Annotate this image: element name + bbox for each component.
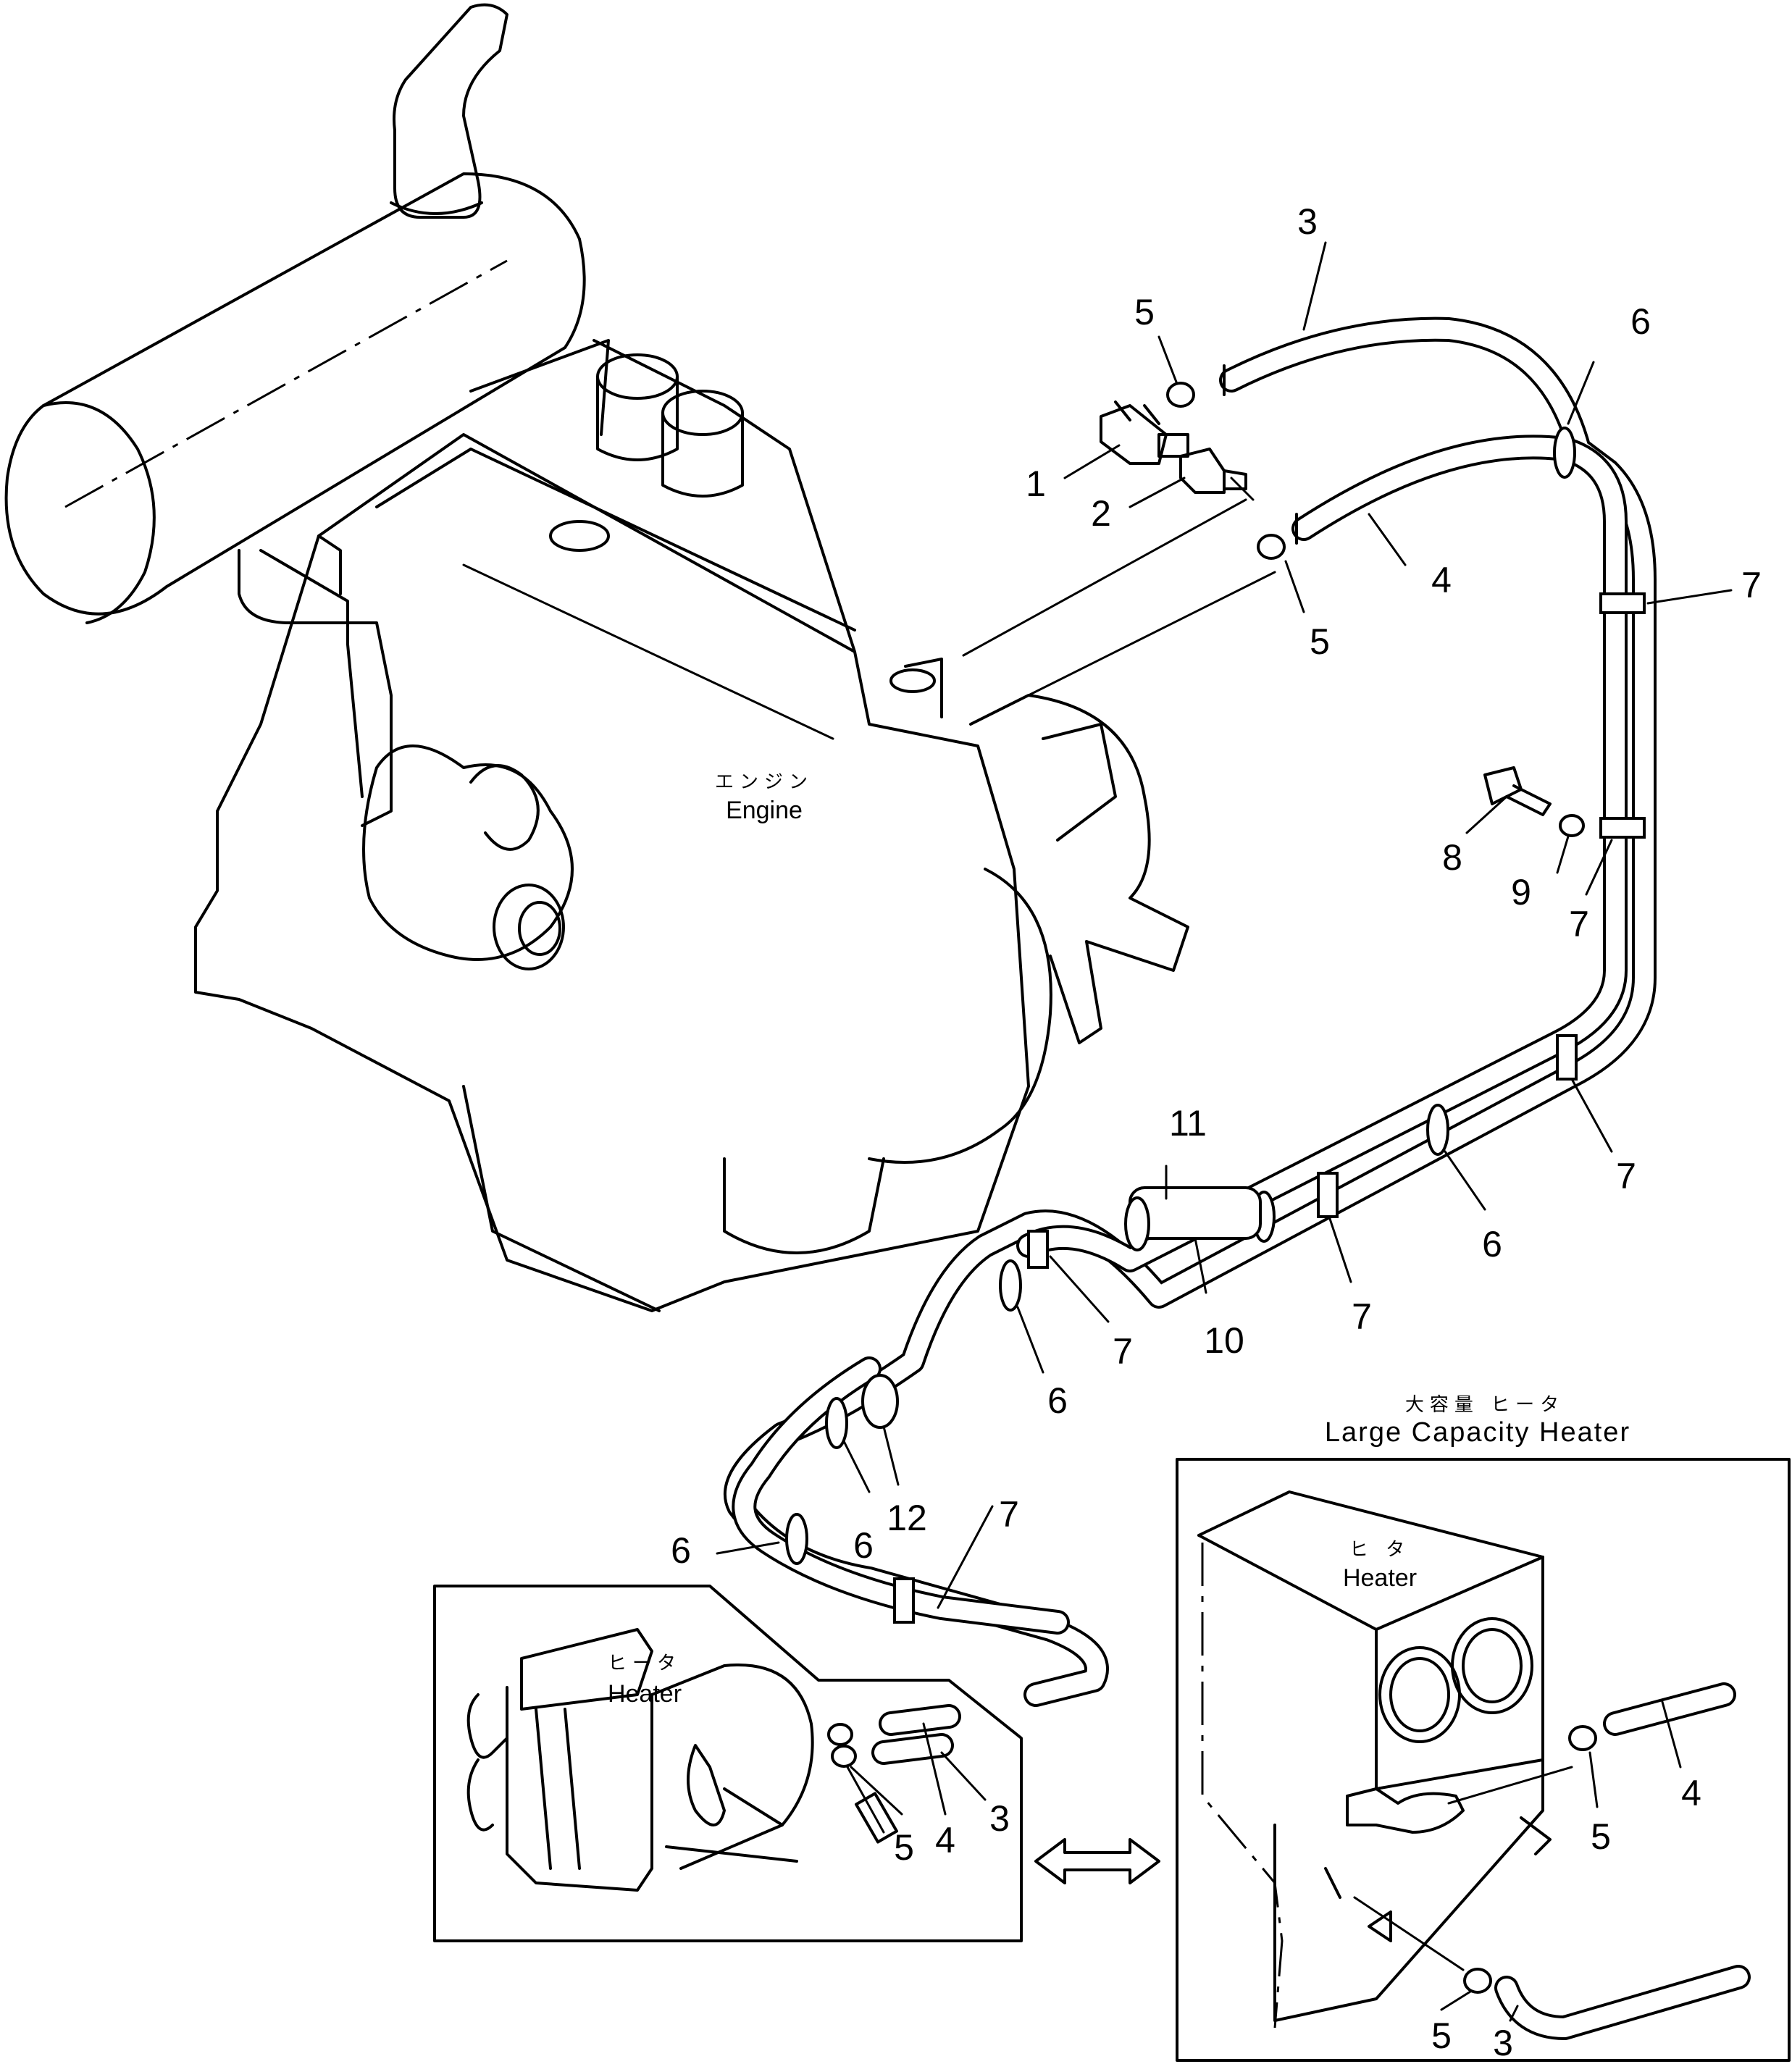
hose-clamp [1166,382,1195,408]
callout-7: 7 [999,1494,1019,1535]
callout-7: 7 [1352,1296,1372,1337]
hose-clip [1599,817,1646,839]
engine-label-en: Engine [726,797,803,824]
engine-label-jp: エンジン [715,771,813,793]
hose-clamp [1257,534,1286,560]
hose-routing [724,316,1657,1707]
hose-clip [1599,592,1646,614]
callout-4: 4 [1681,1773,1701,1813]
callout-8: 8 [1442,837,1462,878]
callout-3: 3 [1493,2023,1513,2063]
callout-7: 7 [1113,1331,1133,1372]
hose-clamp [999,1259,1022,1312]
hose-clip [1317,1172,1339,1218]
washer [1559,814,1585,837]
heater-label-en: Heater [608,1680,682,1708]
hose-clamp [827,1723,853,1746]
drain-valve [1100,400,1189,465]
callout-7: 7 [1741,565,1762,605]
callout-6: 6 [1482,1224,1502,1264]
callout-9: 9 [1511,872,1531,913]
inset-heater-label-jp: ヒ タ [1349,1539,1410,1561]
callout-5: 5 [1134,292,1155,332]
callout-1: 1 [1026,463,1046,504]
callout-3: 3 [1297,201,1318,242]
hose-clamp [785,1513,808,1565]
grommet [861,1374,899,1429]
callout-11: 11 [1169,1103,1207,1144]
callout-5: 5 [894,1827,914,1868]
large-capacity-label-en: Large Capacity Heater [1325,1417,1630,1448]
heater-inset: ヒータ Heater [433,1585,1023,1942]
heater-label-jp: ヒータ [608,1653,682,1674]
large-capacity-label-jp: 大容量 ヒータ [1405,1394,1565,1416]
callout-6: 6 [1630,301,1651,342]
bolt [1483,766,1552,816]
hose-clamp [825,1397,848,1449]
hose-clip [1556,1034,1578,1081]
callout-5: 5 [1310,621,1330,662]
large-capacity-frame [1176,1458,1791,2062]
hose-clamp [1124,1196,1150,1251]
inset-heater-label-en: Heater [1343,1564,1417,1592]
callout-4: 4 [935,1820,955,1860]
alternate-arrow [1034,1838,1160,1884]
callout-numbers: 1 2 3 5 6 4 5 7 8 9 7 7 11 6 7 10 7 6 12… [671,201,1762,2063]
callout-7: 7 [1616,1156,1636,1196]
callout-5: 5 [1591,1816,1611,1857]
callout-7: 7 [1569,904,1589,944]
callout-3: 3 [989,1798,1010,1839]
callout-2: 2 [1091,493,1111,534]
callout-12: 12 [887,1498,927,1538]
hose-clamp [1426,1104,1449,1156]
callout-10: 10 [1204,1320,1244,1361]
callout-6: 6 [1047,1380,1068,1421]
elbow-fitting [1179,448,1247,494]
callout-5: 5 [1431,2015,1452,2056]
hose-clip [893,1577,915,1624]
callout-leaders [716,241,1733,2022]
hose-clip [1027,1230,1049,1269]
engine-label: エンジン Engine [715,771,813,824]
hose-clamp [1553,427,1576,479]
hose-clamp [1463,1968,1492,1994]
large-capacity-heater-inset: 大容量 ヒータ Large Capacity Heater ヒ タ Heater [1176,1394,1791,2062]
hose-clamp [831,1745,857,1768]
hose-clamp [1568,1725,1597,1751]
callout-6: 6 [671,1530,691,1571]
engine-assembly [4,3,1189,1312]
callout-4: 4 [1431,560,1452,600]
callout-6: 6 [853,1525,874,1566]
